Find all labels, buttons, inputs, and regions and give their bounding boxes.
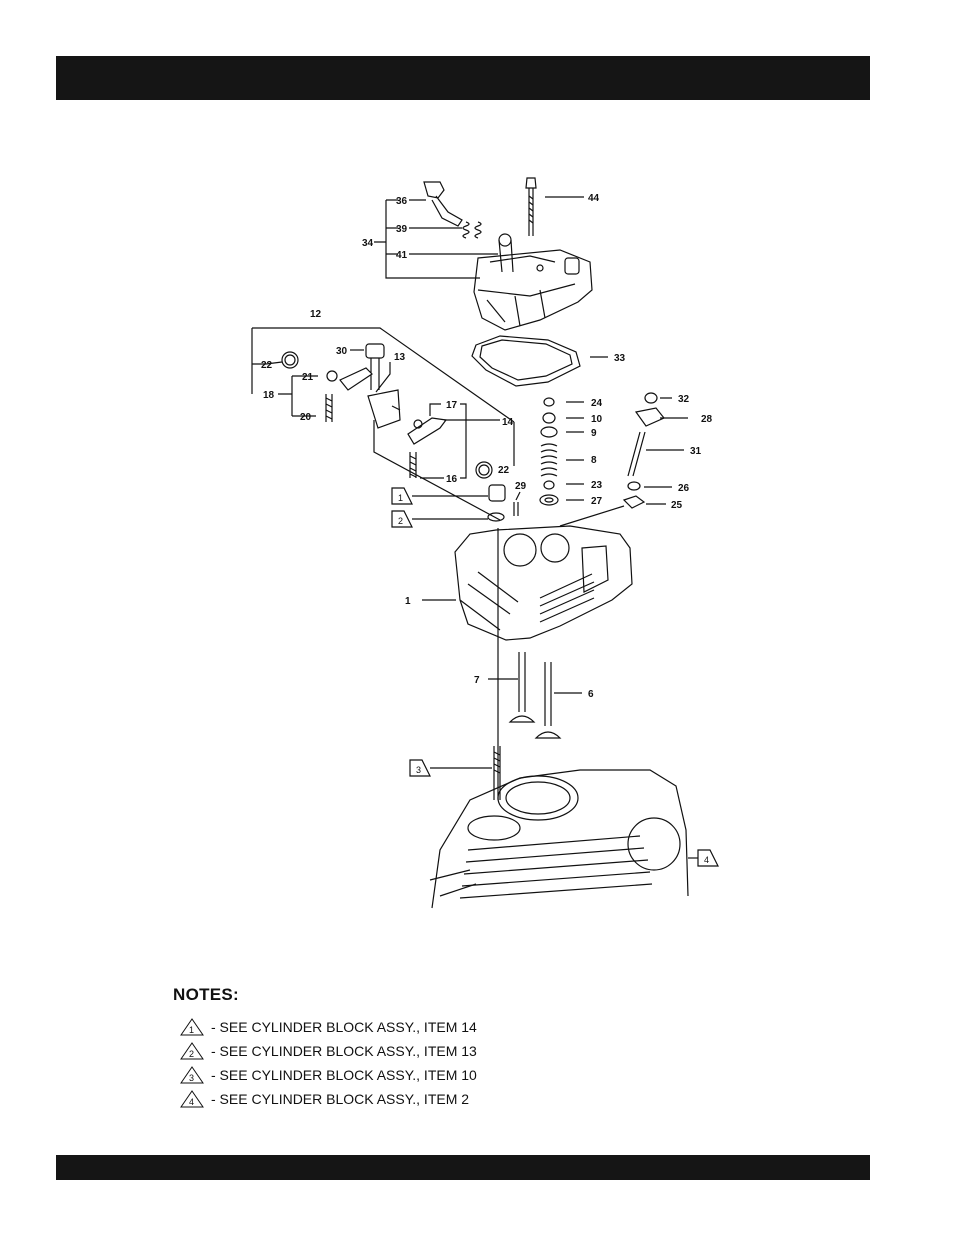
callout-25: 25: [671, 500, 683, 511]
callout-22b: 22: [498, 465, 510, 476]
callout-9: 9: [591, 428, 597, 439]
note-text: - SEE CYLINDER BLOCK ASSY., ITEM 2: [211, 1091, 469, 1107]
svg-text:1: 1: [189, 1025, 194, 1035]
cylinder-block: [430, 770, 688, 908]
callout-26: 26: [678, 483, 690, 494]
notes-title: NOTES:: [173, 985, 773, 1005]
callout-29: 29: [515, 481, 527, 492]
callout-31: 31: [690, 446, 702, 457]
callout-16: 16: [446, 474, 458, 485]
note-item: 4 - SEE CYLINDER BLOCK ASSY., ITEM 2: [173, 1087, 773, 1111]
callout-28: 28: [701, 414, 713, 425]
callout-44: 44: [588, 193, 600, 204]
reference-triangle-icon: 4: [179, 1089, 205, 1109]
callout-41: 41: [396, 250, 408, 261]
reference-triangle-icon: 2: [179, 1041, 205, 1061]
callout-33: 33: [614, 353, 626, 364]
callout-17: 17: [446, 400, 458, 411]
diagram-marker-4: 4: [704, 855, 709, 865]
callout-34: 34: [362, 238, 374, 249]
callout-7: 7: [474, 675, 480, 686]
diagram-marker-1: 1: [398, 493, 403, 503]
callout-6: 6: [588, 689, 594, 700]
callout-32: 32: [678, 394, 690, 405]
callout-10: 10: [591, 414, 603, 425]
diagram-marker-2: 2: [398, 516, 403, 526]
svg-text:3: 3: [189, 1073, 194, 1083]
callout-24: 24: [591, 398, 603, 409]
cylinder-head: [455, 526, 632, 640]
svg-text:2: 2: [189, 1049, 194, 1059]
callout-20: 20: [300, 412, 312, 423]
callout-39: 39: [396, 224, 408, 235]
diagram-marker-3: 3: [416, 765, 421, 775]
callout-12: 12: [310, 309, 322, 320]
callout-36: 36: [396, 196, 408, 207]
callout-8: 8: [591, 455, 597, 466]
note-item: 1 - SEE CYLINDER BLOCK ASSY., ITEM 14: [173, 1015, 773, 1039]
callout-22a: 22: [261, 360, 273, 371]
callout-21: 21: [302, 372, 314, 383]
note-item: 3 - SEE CYLINDER BLOCK ASSY., ITEM 10: [173, 1063, 773, 1087]
reference-triangle-icon: 3: [179, 1065, 205, 1085]
note-text: - SEE CYLINDER BLOCK ASSY., ITEM 10: [211, 1067, 477, 1083]
callout-23: 23: [591, 480, 603, 491]
callout-14: 14: [502, 417, 514, 428]
callout-30: 30: [336, 346, 348, 357]
note-item: 2 - SEE CYLINDER BLOCK ASSY., ITEM 13: [173, 1039, 773, 1063]
note-text: - SEE CYLINDER BLOCK ASSY., ITEM 14: [211, 1019, 477, 1035]
footer-bar: [56, 1155, 870, 1180]
notes-section: NOTES: 1 - SEE CYLINDER BLOCK ASSY., ITE…: [173, 985, 773, 1111]
svg-text:4: 4: [189, 1097, 194, 1107]
callout-1: 1: [405, 596, 411, 607]
callout-27: 27: [591, 496, 603, 507]
valve-cover: [474, 234, 592, 330]
reference-triangle-icon: 1: [179, 1017, 205, 1037]
callout-13: 13: [394, 352, 406, 363]
note-text: - SEE CYLINDER BLOCK ASSY., ITEM 13: [211, 1043, 477, 1059]
callout-18: 18: [263, 390, 275, 401]
